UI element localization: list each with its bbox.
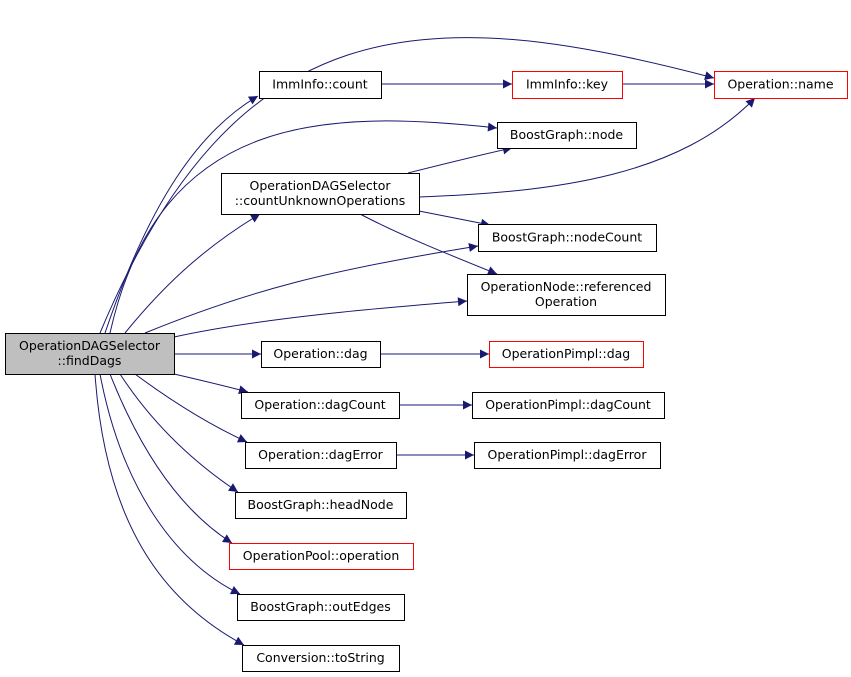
node-layer: OperationDAGSelector::findDags ImmInfo::c…	[5, 71, 848, 672]
node-label: OperationPimpl::dagError	[488, 447, 648, 462]
node-box	[235, 492, 407, 519]
node-count-unknown-ops[interactable]: OperationDAGSelector::countUnknownOperat…	[221, 173, 420, 215]
edge-count-unknown-ops-to-operation-name	[418, 97, 756, 198]
node-box	[261, 341, 381, 368]
edge-root-to-boostgraph-headnode	[119, 373, 239, 493]
node-label: Operation::dag	[273, 346, 367, 361]
edge-root-to-count-unknown-ops	[124, 213, 261, 334]
node-label: OperationDAGSelector	[19, 338, 161, 353]
edge-root-to-imminfo-count	[104, 95, 259, 334]
node-label: Operation::dagError	[258, 447, 383, 462]
node-label: Operation::dagCount	[254, 397, 385, 412]
node-label: OperationDAGSelector	[250, 178, 392, 193]
edge-root-to-opnode-referenced	[173, 297, 468, 338]
node-boostgraph-headnode[interactable]: BoostGraph::headNode	[235, 492, 407, 519]
edge-count-unknown-ops-to-boostgraph-nodecount	[418, 210, 491, 228]
node-imminfo-count[interactable]: ImmInfo::count	[259, 71, 382, 99]
node-label: OperationPimpl::dag	[502, 346, 630, 361]
node-pimpl-dagcount[interactable]: OperationPimpl::dagCount	[472, 392, 665, 419]
edge-root-to-operationpool-operation	[109, 373, 233, 544]
node-imminfo-key[interactable]: ImmInfo::key	[512, 71, 623, 99]
edge-layer	[94, 37, 756, 646]
node-conversion-tostring[interactable]: Conversion::toString	[242, 645, 400, 672]
edge-root-to-operation-dagerror	[134, 373, 248, 443]
node-box	[241, 392, 400, 419]
node-label: ImmInfo::count	[272, 77, 367, 92]
node-box	[478, 224, 657, 252]
node-box	[229, 543, 414, 570]
edge-root-to-boostgraph-outedges	[99, 373, 241, 595]
edge-root-to-operation-dagcount	[173, 373, 249, 395]
node-box	[497, 122, 637, 149]
edge-count-unknown-ops-to-boostgraph-node	[407, 145, 513, 174]
node-box	[259, 71, 382, 99]
node-boostgraph-node[interactable]: BoostGraph::node	[497, 122, 637, 149]
node-label: BoostGraph::outEdges	[250, 599, 391, 614]
edge-count-unknown-ops-to-opnode-referenced	[359, 213, 498, 275]
node-operationpool-operation[interactable]: OperationPool::operation	[229, 543, 414, 570]
node-box	[221, 173, 420, 215]
node-operation-dag[interactable]: Operation::dag	[261, 341, 381, 368]
node-label: BoostGraph::headNode	[248, 497, 394, 512]
node-boostgraph-nodecount[interactable]: BoostGraph::nodeCount	[478, 224, 657, 252]
node-box	[489, 341, 644, 368]
node-label: OperationNode::referenced	[481, 279, 652, 294]
edge-root-to-conversion-tostring	[94, 373, 245, 646]
node-operation-dagcount[interactable]: Operation::dagCount	[241, 392, 400, 419]
node-pimpl-dag[interactable]: OperationPimpl::dag	[489, 341, 644, 368]
node-box	[472, 392, 665, 419]
node-box	[245, 442, 397, 469]
node-label: OperationPool::operation	[243, 548, 400, 563]
node-box	[474, 442, 661, 469]
node-pimpl-dagerror[interactable]: OperationPimpl::dagError	[474, 442, 661, 469]
node-label: ::findDags	[58, 353, 122, 368]
node-label: Operation	[535, 294, 597, 309]
node-label: OperationPimpl::dagCount	[485, 397, 651, 412]
node-operation-name[interactable]: Operation::name	[714, 71, 848, 99]
node-box	[5, 333, 175, 375]
node-label: ImmInfo::key	[526, 77, 609, 92]
node-label: Operation::name	[727, 77, 833, 92]
edge-root-to-boostgraph-nodecount	[144, 242, 479, 334]
node-label: Conversion::toString	[256, 650, 384, 665]
node-label: BoostGraph::node	[510, 127, 624, 142]
node-root[interactable]: OperationDAGSelector::findDags	[5, 333, 175, 375]
node-label: ::countUnknownOperations	[235, 193, 405, 208]
node-operation-dagerror[interactable]: Operation::dagError	[245, 442, 397, 469]
node-box	[467, 274, 666, 316]
node-boostgraph-outedges[interactable]: BoostGraph::outEdges	[237, 594, 405, 621]
node-box	[714, 71, 848, 99]
node-label: BoostGraph::nodeCount	[492, 230, 642, 245]
node-box	[242, 645, 400, 672]
node-box	[512, 71, 623, 99]
edge-root-to-boostgraph-node	[109, 120, 498, 334]
node-box	[237, 594, 405, 621]
